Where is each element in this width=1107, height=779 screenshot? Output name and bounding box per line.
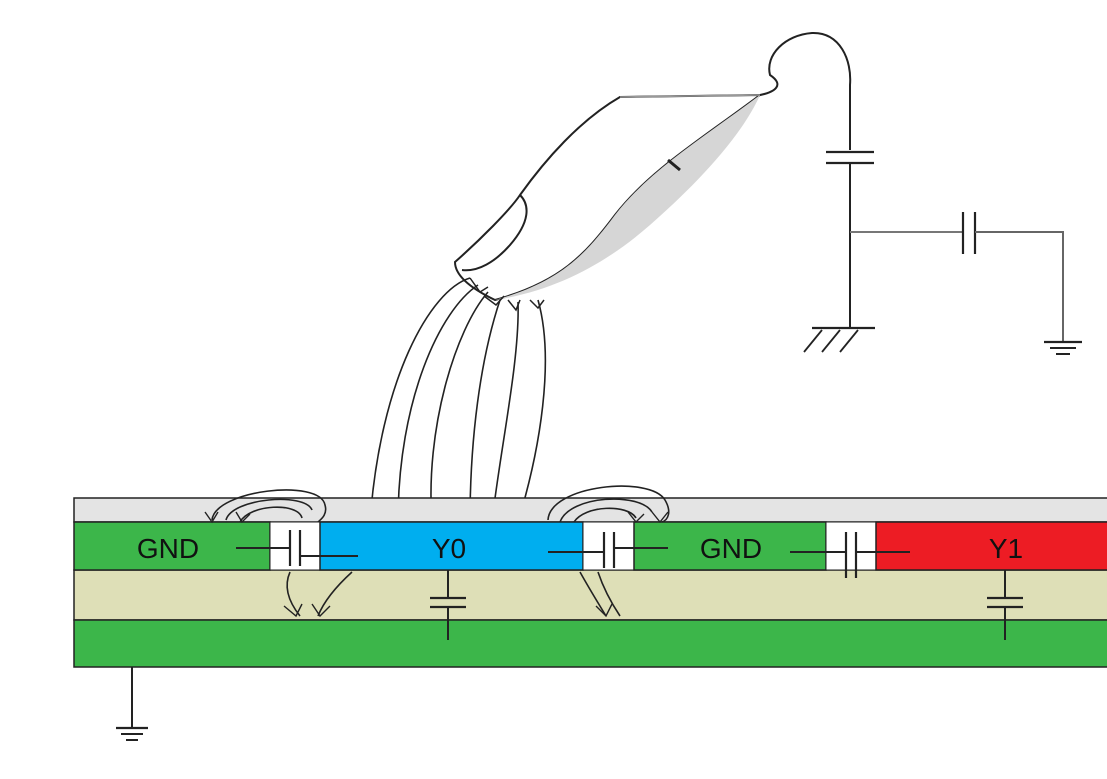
board-ground-icon xyxy=(116,667,148,741)
gnd-pad-right xyxy=(633,521,827,571)
finger-field-lines xyxy=(369,277,547,523)
gap-middle xyxy=(582,521,635,571)
substrate-layer xyxy=(73,569,1107,621)
y0-plane-capacitor xyxy=(430,570,466,640)
gnd-right-label: GND xyxy=(700,533,762,564)
finger-icon xyxy=(453,31,852,302)
gap-capacitor-middle xyxy=(548,532,668,568)
substrate-field-lines xyxy=(283,571,621,618)
earth-ground-icon xyxy=(803,326,875,353)
gap-left xyxy=(269,521,321,571)
body-circuit xyxy=(826,150,1064,342)
fringe-field-lines xyxy=(204,485,670,524)
y0-label: Y0 xyxy=(432,533,466,564)
gap-capacitor-left xyxy=(236,530,358,566)
gnd-left-label: GND xyxy=(137,533,199,564)
y1-label: Y1 xyxy=(989,533,1023,564)
ground-plane-layer xyxy=(73,619,1107,668)
y1-plane-capacitor xyxy=(987,570,1023,640)
y1-electrode xyxy=(875,521,1107,571)
layer-stack xyxy=(73,497,1107,668)
gap-right xyxy=(825,521,877,571)
gap-capacitor-right xyxy=(790,532,910,578)
ground-icon-right xyxy=(1044,340,1082,355)
